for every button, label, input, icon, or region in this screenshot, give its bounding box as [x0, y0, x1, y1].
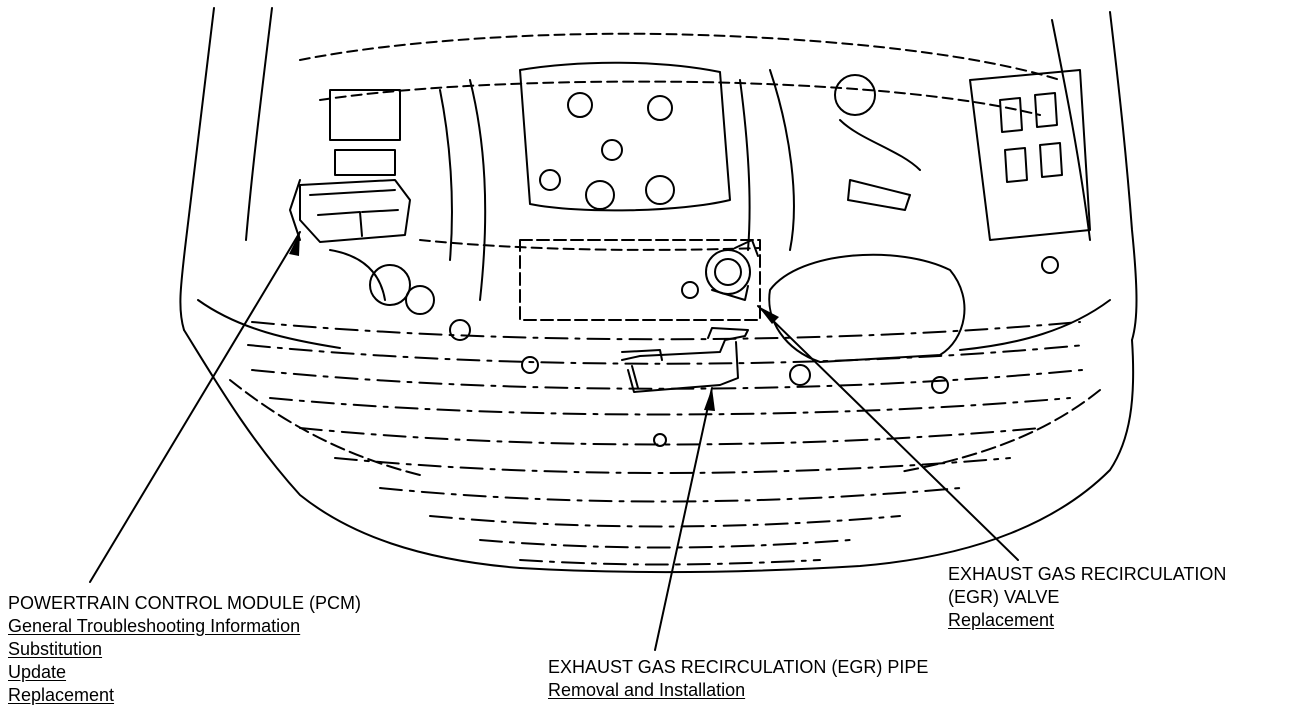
pcm-link-update[interactable]: Update	[8, 662, 67, 682]
arrowheads	[289, 232, 779, 411]
pcm-arrowhead	[289, 232, 300, 256]
air-box-drawing	[768, 74, 966, 363]
body-outline	[179, 7, 1138, 574]
egr-pipe-callout: EXHAUST GAS RECIRCULATION (EGR) PIPE Rem…	[548, 656, 928, 702]
egr-pipe-drawing	[621, 327, 749, 393]
egr-valve-callout: EXHAUST GAS RECIRCULATION (EGR) VALVE Re…	[948, 563, 1226, 632]
pcm-module-drawing	[299, 179, 411, 243]
pcm-leader-line	[89, 231, 301, 583]
pcm-link-replacement[interactable]: Replacement	[8, 685, 115, 705]
engine-block	[369, 61, 1059, 447]
left-components	[289, 89, 401, 301]
pcm-title: POWERTRAIN CONTROL MODULE (PCM)	[8, 593, 362, 613]
leader-lines	[89, 231, 1019, 651]
egr-valve-title-line2: (EGR) VALVE	[948, 587, 1060, 607]
pcm-callout: POWERTRAIN CONTROL MODULE (PCM) General …	[8, 592, 361, 707]
battery-drawing	[969, 69, 1091, 241]
egr-valve-leader-line	[757, 305, 1019, 561]
pcm-link-substitution[interactable]: Substitution	[8, 639, 103, 659]
egr-pipe-arrowhead	[704, 388, 715, 411]
pcm-link-general-troubleshooting[interactable]: General Troubleshooting Information	[8, 616, 301, 636]
egr-valve-title-line1: EXHAUST GAS RECIRCULATION	[948, 564, 1227, 584]
egr-valve-link-replacement[interactable]: Replacement	[948, 610, 1055, 630]
engine-bay-outline	[299, 32, 1061, 251]
egr-pipe-leader-line	[654, 387, 713, 651]
egr-pipe-title: EXHAUST GAS RECIRCULATION (EGR) PIPE	[548, 657, 929, 677]
bumper-grille-lines	[247, 321, 1086, 566]
egr-pipe-link-removal-installation[interactable]: Removal and Installation	[548, 680, 746, 700]
egr-valve-arrowhead	[758, 306, 779, 324]
egr-valve-drawing	[705, 239, 759, 301]
